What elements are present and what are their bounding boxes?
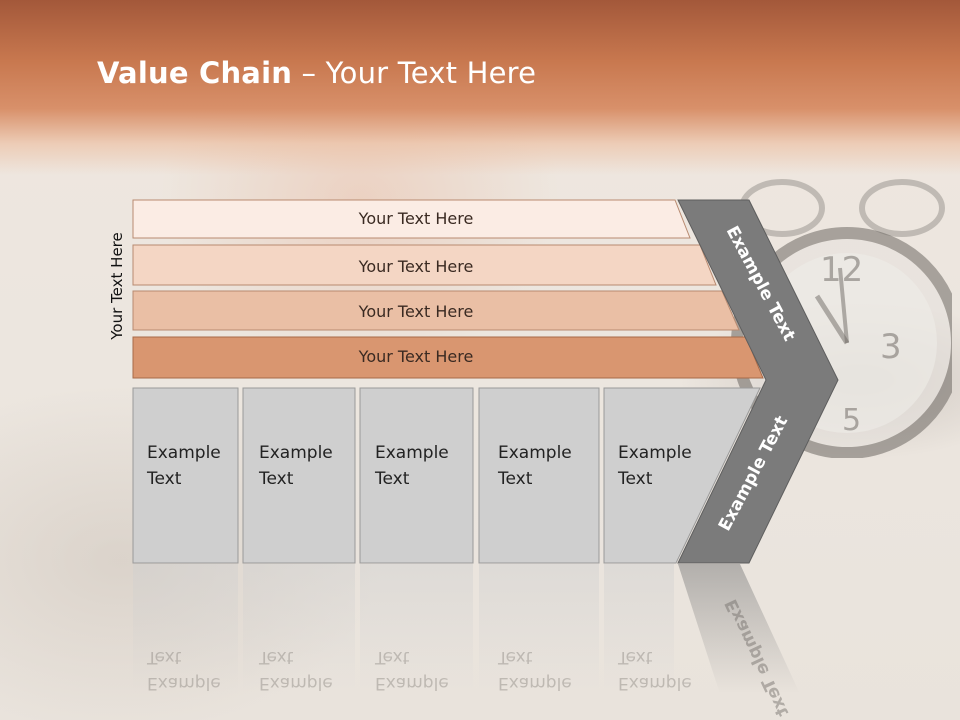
column-3: Example Text <box>359 387 474 564</box>
reflection-text: Example <box>147 673 221 693</box>
slide-title: Value Chain – Your Text Here <box>97 56 536 90</box>
bar-1-label: Your Text Here <box>358 209 474 228</box>
bar-2-label: Your Text Here <box>358 257 474 276</box>
bar-2-shape <box>132 244 717 286</box>
column-2-shape <box>242 387 356 564</box>
reflection-text: Example <box>375 673 449 693</box>
svg-text:3: 3 <box>880 327 902 367</box>
column-3-line1: Example <box>375 443 449 463</box>
reflection-text: Example <box>498 673 572 693</box>
header-band <box>0 0 960 175</box>
bar-3-label: Your Text Here <box>358 302 474 321</box>
column-1-shape <box>132 387 239 564</box>
column-5: Example Text <box>603 387 761 564</box>
reflection-text: Text <box>146 647 182 667</box>
chevron-shape <box>677 199 839 564</box>
column-5-shape <box>603 387 761 564</box>
column-5-line2: Text <box>617 469 653 489</box>
column-4-line2: Text <box>497 469 533 489</box>
column-5-line1: Example <box>618 443 692 463</box>
column-3-line2: Text <box>374 469 410 489</box>
bar-3: Your Text Here <box>132 290 740 331</box>
column-1: Example Text <box>132 387 239 564</box>
reflection-text: Text <box>617 647 653 667</box>
reflection-text: Example <box>259 673 333 693</box>
column-4-line1: Example <box>498 443 572 463</box>
reflection: Text Example Text Example Text Example T… <box>133 564 800 720</box>
bar-4: Your Text Here <box>132 336 764 379</box>
column-2: Example Text <box>242 387 356 564</box>
column-1-line2: Text <box>146 469 182 489</box>
bar-4-label: Your Text Here <box>358 347 474 366</box>
reflection-text: Text <box>497 647 533 667</box>
svg-text:5: 5 <box>842 403 861 438</box>
title-rest: – Your Text Here <box>292 56 537 90</box>
bar-4-shape <box>132 336 764 379</box>
column-1-line1: Example <box>147 443 221 463</box>
reflection-text: Text <box>258 647 294 667</box>
bar-1-shape <box>132 199 691 239</box>
column-3-shape <box>359 387 474 564</box>
bar-1: Your Text Here <box>132 199 691 239</box>
bar-3-shape <box>132 290 740 331</box>
column-2-line2: Text <box>258 469 294 489</box>
bar-2: Your Text Here <box>132 244 717 286</box>
column-4-shape <box>478 387 600 564</box>
reflection-text: Example <box>618 673 692 693</box>
column-4: Example Text <box>478 387 600 564</box>
column-2-line1: Example <box>259 443 333 463</box>
title-bold: Value Chain <box>97 56 293 90</box>
reflection-text: Text <box>374 647 410 667</box>
